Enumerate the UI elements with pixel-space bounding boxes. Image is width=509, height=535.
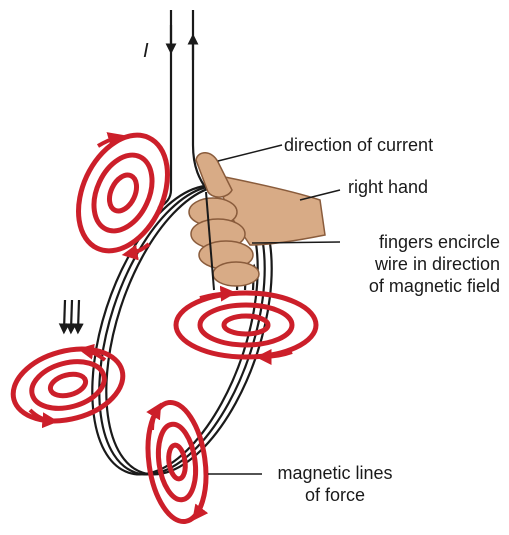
- lines-of-force-label: magnetic lines of force: [265, 462, 405, 506]
- leader-direction-of-current: [218, 145, 282, 161]
- fingers-label-line-2: wire in direction: [340, 253, 500, 275]
- leader-fingers: [252, 242, 340, 243]
- field-ring: [104, 171, 142, 216]
- right-hand-illustration: [189, 153, 325, 290]
- field-ring-set-left: [5, 338, 131, 433]
- field-ring: [48, 371, 88, 400]
- field-ring: [200, 305, 292, 345]
- field-ring: [224, 316, 268, 334]
- right-hand-label: right hand: [348, 176, 428, 198]
- current-symbol-label: I: [143, 40, 149, 62]
- field-arrow: [196, 495, 204, 516]
- field-ring: [27, 354, 110, 416]
- coil-wire: [60, 10, 304, 495]
- field-ring: [5, 338, 131, 433]
- fingers-label-line-1: fingers encircle: [340, 231, 500, 253]
- direction-of-current-label: direction of current: [284, 134, 433, 156]
- field-ring-set-top-left: [61, 121, 185, 265]
- field-ring-set-right: [176, 293, 316, 357]
- lines-of-force-line-1: magnetic lines: [265, 462, 405, 484]
- field-ring: [61, 121, 185, 265]
- field-ring-set-bottom: [141, 399, 213, 526]
- lines-of-force-line-2: of force: [265, 484, 405, 506]
- field-arrow: [152, 408, 158, 430]
- field-ring: [167, 444, 188, 480]
- fingers-label-line-3: of magnetic field: [340, 275, 500, 297]
- fingers-label: fingers encircle wire in direction of ma…: [340, 231, 500, 297]
- field-ring: [154, 422, 200, 502]
